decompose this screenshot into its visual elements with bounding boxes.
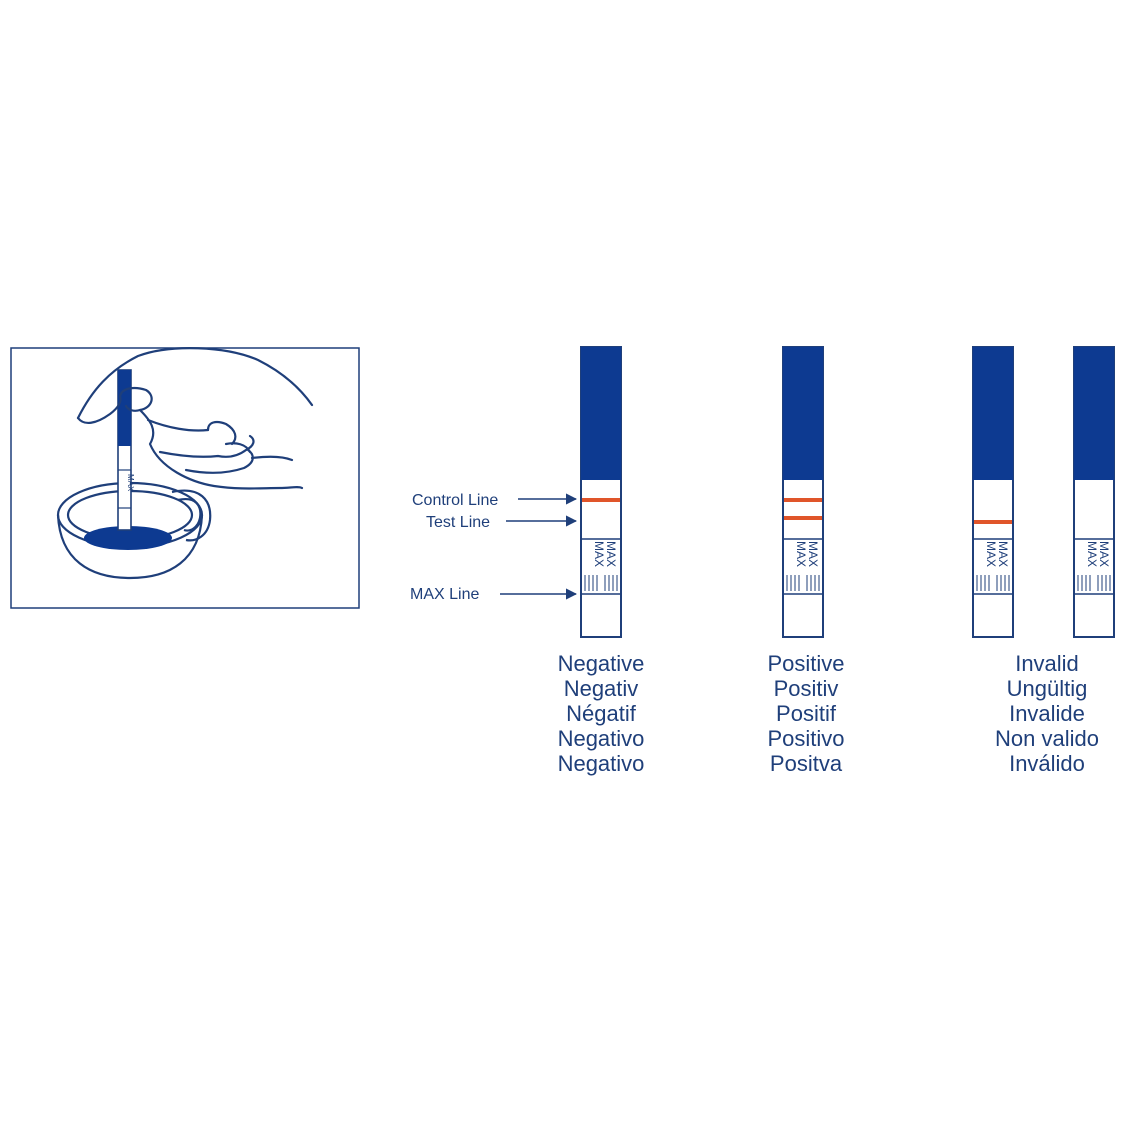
result-label: Negativo xyxy=(558,726,645,751)
max-mark: MAX xyxy=(1097,541,1111,567)
max-line-label: MAX Line xyxy=(410,586,479,603)
test-line-mark xyxy=(784,516,822,520)
dipstick-max-mark: MAX xyxy=(126,474,135,492)
result-label: Negative xyxy=(558,651,645,676)
dipping-illustration: MAX xyxy=(10,347,360,609)
result-negative-labels: Negative Negativ Négatif Negativo Negati… xyxy=(558,651,645,776)
strip-handle xyxy=(1074,347,1114,480)
max-mark: MAX xyxy=(806,541,820,567)
result-label: Negativ xyxy=(564,676,639,701)
strip-max-marks: MAX MAX xyxy=(584,541,618,591)
hand-icon xyxy=(76,347,314,490)
callouts: Control Line Test Line MAX Line xyxy=(410,492,578,603)
strip-handle xyxy=(783,347,823,480)
strip-max-marks: MAX MAX xyxy=(1077,541,1111,591)
control-line-mark xyxy=(784,498,822,502)
strip-invalid-no-lines: MAX MAX xyxy=(1073,346,1115,638)
strip-max-marks: MAX MAX xyxy=(786,541,820,591)
result-label: Negativo xyxy=(558,751,645,776)
max-mark: MAX xyxy=(592,541,606,567)
max-mark: MAX xyxy=(604,541,618,567)
result-positive-labels: Positive Positiv Positif Positivo Positv… xyxy=(767,651,844,776)
max-mark: MAX xyxy=(984,541,998,567)
strip-handle xyxy=(973,347,1013,480)
strip-max-marks: MAX MAX xyxy=(976,541,1010,591)
result-invalid-labels: Invalid Ungültig Invalide Non valido Inv… xyxy=(995,651,1099,776)
strip-invalid-test-only: MAX MAX xyxy=(972,346,1014,638)
test-line-mark xyxy=(974,520,1012,524)
result-label: Positif xyxy=(776,701,837,726)
strip-handle xyxy=(581,347,621,480)
result-label: Positva xyxy=(770,751,843,776)
max-mark: MAX xyxy=(1085,541,1099,567)
test-line-label: Test Line xyxy=(426,514,490,531)
result-label: Invalide xyxy=(1009,701,1085,726)
result-label: Inválido xyxy=(1009,751,1085,776)
dipstick-icon: MAX xyxy=(117,369,135,531)
strip-negative: MAX MAX xyxy=(580,346,622,638)
result-label: Négatif xyxy=(566,701,637,726)
result-label: Invalid xyxy=(1015,651,1079,676)
max-mark: MAX xyxy=(996,541,1010,567)
result-label: Positiv xyxy=(774,676,839,701)
result-label: Positivo xyxy=(767,726,844,751)
result-label: Non valido xyxy=(995,726,1099,751)
control-line-mark xyxy=(582,498,620,502)
control-line-label: Control Line xyxy=(412,492,498,509)
strip-positive: MAX MAX xyxy=(782,346,824,638)
result-label: Ungültig xyxy=(1007,676,1088,701)
max-mark: MAX xyxy=(794,541,808,567)
result-label: Positive xyxy=(767,651,844,676)
